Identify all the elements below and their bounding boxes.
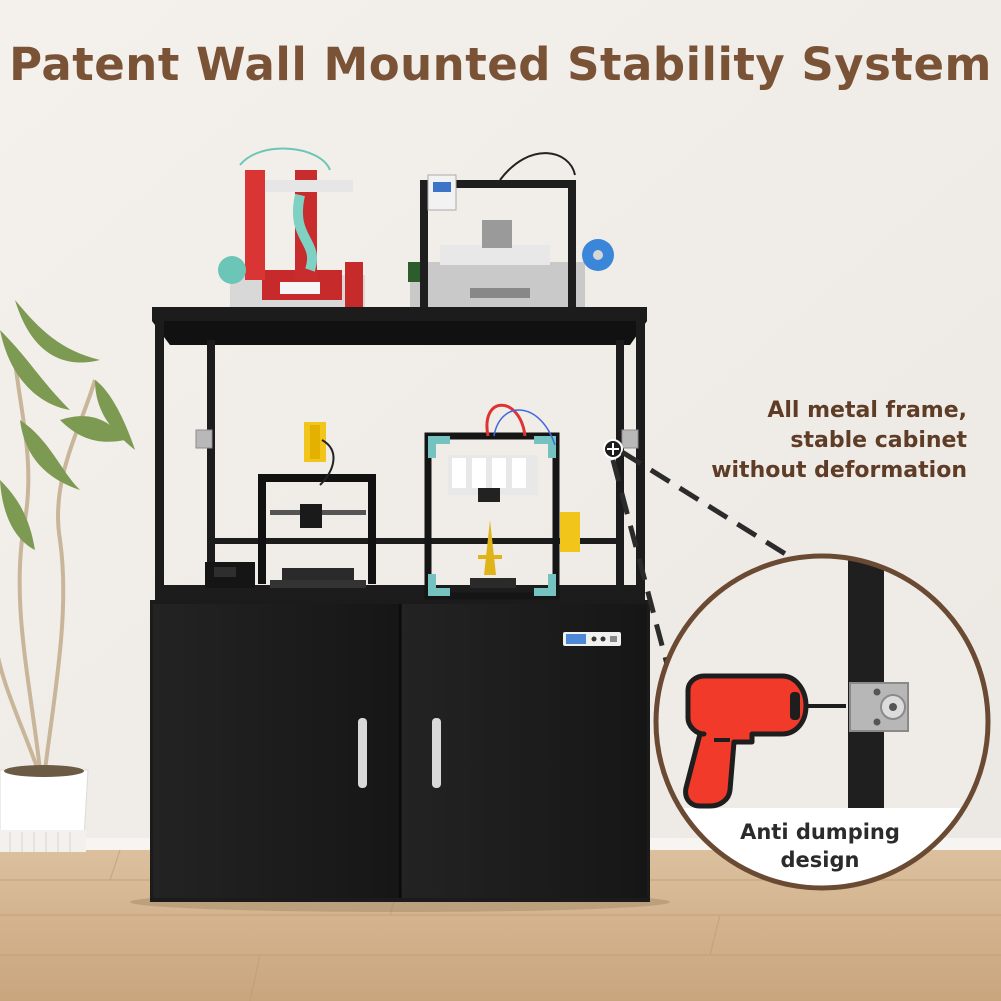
zoom-leader-lines [610, 449, 797, 669]
callout-line-1: All metal frame, [767, 398, 967, 423]
left-door [153, 604, 398, 898]
drill-icon [683, 673, 809, 809]
zoom-ring [653, 553, 991, 891]
callout-line-3: without deformation [711, 458, 967, 483]
cabinet-body [150, 600, 650, 902]
printer-black-large [408, 152, 614, 307]
zoom-caption-line-2: design [780, 848, 860, 872]
printer-red [218, 147, 365, 307]
frame-callout: All metal frame, stable cabinet without … [667, 396, 967, 486]
crosshair-icon [603, 439, 623, 459]
metal-frame [152, 307, 647, 602]
potted-plant [0, 300, 135, 852]
wall-bracket-icon [849, 682, 909, 732]
zoom-caption: Anti dumping design [700, 818, 940, 874]
headline: Patent Wall Mounted Stability System [9, 38, 992, 91]
printer-teal-corner [424, 403, 580, 600]
zoom-frame-post [848, 556, 884, 810]
right-door [402, 604, 647, 898]
left-door-handle [358, 718, 367, 788]
frame-bracket-left [195, 429, 213, 449]
right-door-handle [432, 718, 441, 788]
zoom-caption-line-1: Anti dumping [740, 820, 900, 844]
callout-line-2: stable cabinet [790, 428, 967, 453]
printer-small-black [205, 422, 376, 588]
frame-bracket-right [621, 429, 639, 449]
zoom-detail [653, 553, 991, 891]
